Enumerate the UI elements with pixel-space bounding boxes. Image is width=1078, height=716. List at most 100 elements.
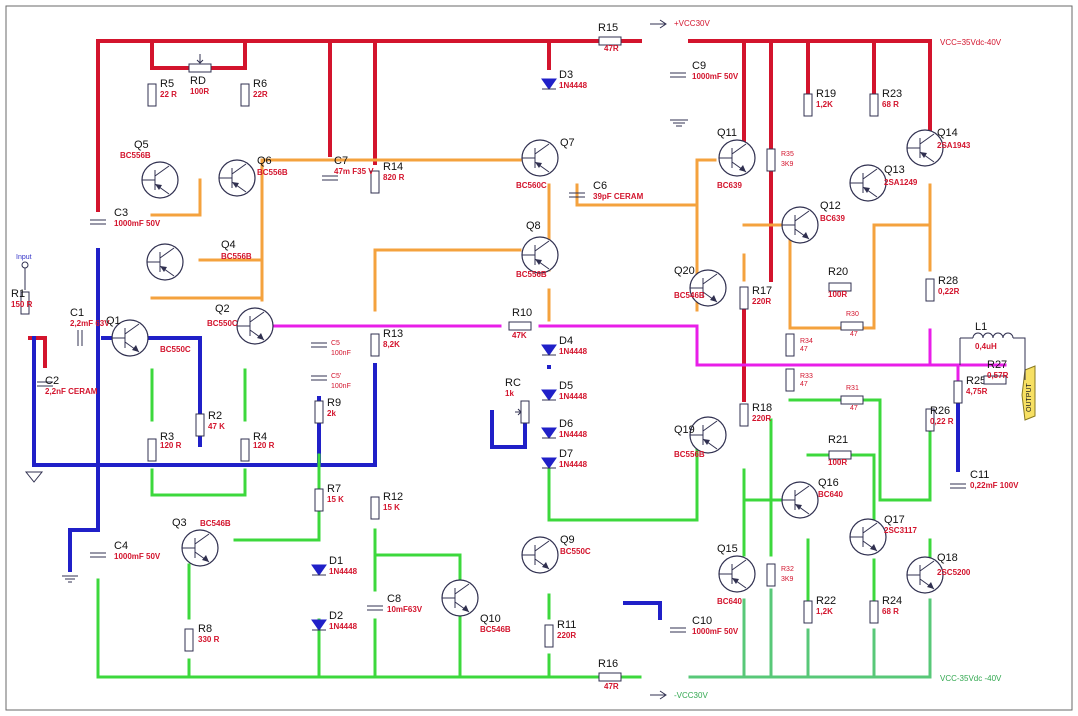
transistor-value: 2SC5200	[937, 568, 971, 577]
resistor-ref: R13	[383, 328, 403, 340]
transistor-value: BC550C	[207, 319, 238, 328]
vcc30-neg-label: -VCC30V	[674, 691, 708, 700]
capacitor-value: 1000mF 50V	[692, 627, 739, 636]
diode-value: 1N4448	[329, 567, 358, 576]
transistor-value: BC546B	[480, 625, 511, 634]
capacitor-ref: C11	[970, 469, 989, 481]
inductor-l1: L10,4uH	[959, 321, 1026, 380]
resistor-ref: R32	[781, 566, 794, 573]
capacitor-value: 2,2mF 63V	[70, 319, 110, 328]
resistor-value: 47K	[512, 331, 527, 340]
resistor-ref: R7	[327, 483, 341, 495]
transistor-ref: Q20	[674, 265, 695, 277]
transistor-value: BC556B	[516, 270, 547, 279]
capacitor-ref: C6	[593, 180, 607, 192]
diode-ref: D7	[559, 448, 573, 460]
resistor-value: 4,75R	[966, 387, 988, 396]
transistor-value: BC639	[717, 181, 742, 190]
diode-value: 1N4448	[559, 460, 588, 469]
resistor-value: 47R	[604, 44, 619, 53]
transistor-ref: Q5	[134, 139, 149, 151]
resistor-value: 120 R	[160, 441, 182, 450]
resistor-ref: R31	[846, 385, 859, 392]
transistor-value: BC546B	[200, 519, 231, 528]
transistor-value: BC556B	[221, 252, 252, 261]
capacitor-ref: C9	[692, 60, 706, 72]
transistor-ref: Q13	[884, 164, 905, 176]
inductors: L10,4uH	[959, 321, 1026, 380]
resistor-ref: R22	[816, 595, 836, 607]
diode-value: 1N4448	[559, 392, 588, 401]
resistor-ref: R16	[598, 658, 618, 670]
capacitor-ref: C4	[114, 540, 128, 552]
resistor-value: 47	[850, 405, 858, 412]
resistor-value: 120 R	[253, 441, 275, 450]
resistor-value: 1,2K	[816, 607, 833, 616]
capacitor-value: 47m F35 V	[334, 167, 374, 176]
capacitor-value: 39pF CERAM	[593, 192, 644, 201]
resistor-value: 0,22R	[938, 287, 960, 296]
resistor-ref: R12	[383, 491, 403, 503]
resistor-ref: R1	[11, 288, 25, 300]
resistor-ref: RD	[190, 75, 206, 87]
transistor-value: BC640	[717, 597, 742, 606]
transistor-value: BC639	[820, 214, 845, 223]
vcc-top-label: VCC=35Vdc-40V	[940, 38, 1002, 47]
capacitor-ref: C3	[114, 207, 128, 219]
resistor-ref: R33	[800, 373, 813, 380]
resistor-ref: R4	[253, 431, 267, 443]
transistor-ref: Q7	[560, 137, 575, 149]
resistor-value: 3K9	[781, 161, 794, 168]
capacitor-value: 1000mF 50V	[692, 72, 739, 81]
capacitor-value: 1000mF 50V	[114, 552, 161, 561]
resistor-value: 8,2K	[383, 340, 400, 349]
resistor-value: 47	[800, 346, 808, 353]
resistor-value: 0,22 R	[930, 417, 954, 426]
resistor-value: 220R	[557, 631, 576, 640]
resistor-value: 100R	[190, 87, 209, 96]
resistor-ref: R25	[966, 375, 986, 387]
transistor-value: BC640	[818, 490, 843, 499]
transistor-value: 2SC3117	[884, 526, 917, 535]
capacitor-c2: C22,2nF CERAM	[37, 375, 98, 396]
vcc30-pos-arrow	[650, 19, 667, 29]
vcc-bottom-label: VCC-35Vdc -40V	[940, 674, 1002, 683]
transistor-value: 2SA1249	[884, 178, 918, 187]
capacitor-value: 0,22mF 100V	[970, 481, 1019, 490]
resistor-ref: R30	[846, 311, 859, 318]
capacitor-ref: C2	[45, 375, 59, 387]
resistor-ref: R3	[160, 431, 174, 443]
resistor-ref: R19	[816, 88, 836, 100]
